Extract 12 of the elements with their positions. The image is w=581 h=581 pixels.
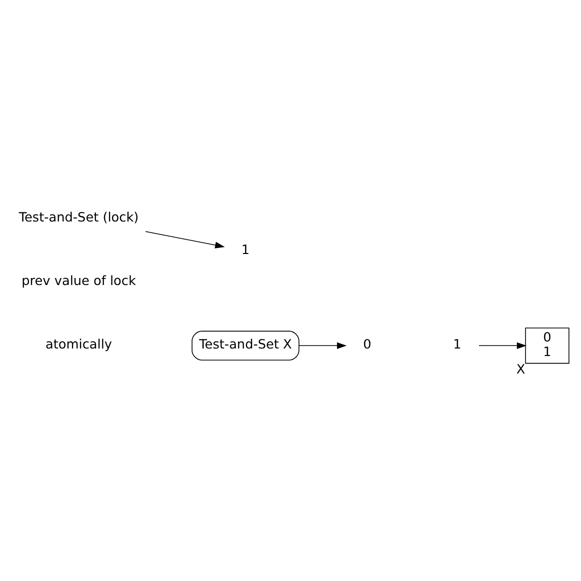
label: atomically (46, 337, 112, 352)
arrow (478, 342, 527, 349)
node-text: 1 (241, 242, 250, 258)
node-text: 1 (453, 337, 462, 352)
node-label: X (516, 362, 526, 378)
node-box: Test-and-Set X (192, 330, 300, 360)
node-text: 0 (363, 337, 372, 352)
arrow (298, 342, 347, 349)
label: prev value of lock (22, 274, 136, 289)
arrow (145, 230, 225, 248)
node-box: 0 1 (525, 327, 570, 364)
node-text: Test-and-Set (lock) (18, 210, 139, 226)
